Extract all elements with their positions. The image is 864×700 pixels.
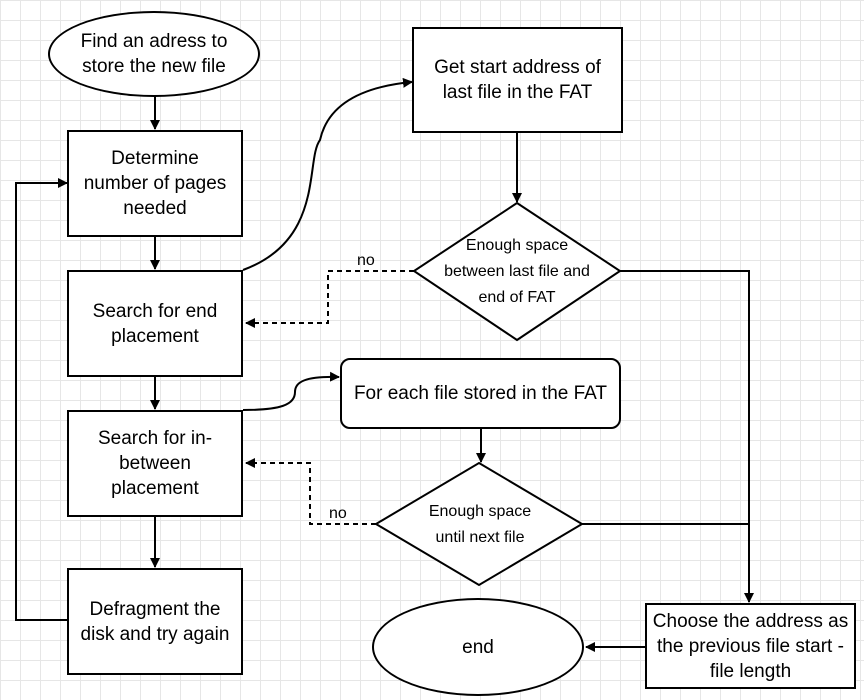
- determine-pages-process: Determine number of pages needed: [67, 130, 243, 237]
- decision-enough-space-end-label: Enough space between last file and end o…: [444, 237, 590, 306]
- edge-decision-end-to-choose: [620, 270, 754, 603]
- edge-search-end-to-get-address: [242, 77, 413, 271]
- decision-enough-space-next: Enough space until next file: [410, 498, 550, 552]
- end-terminal: end: [372, 598, 584, 696]
- decision-enough-space-end: Enough space between last file and end o…: [430, 233, 604, 311]
- edge-label-no-between: no: [329, 505, 347, 522]
- start-terminal: Find an adress to store the new file: [48, 11, 260, 97]
- end-terminal-label: end: [462, 636, 494, 658]
- start-terminal-label: Find an adress to store the new file: [80, 31, 228, 77]
- edge-decision-next-to-search-between: [245, 458, 376, 525]
- search-between-process: Search for in-between placement: [67, 410, 243, 517]
- edge-defragment-loop-back: [15, 178, 68, 621]
- choose-address-label: Choose the address as the previous file …: [652, 610, 849, 682]
- defragment-label: Defragment the disk and try again: [80, 598, 230, 645]
- get-start-address-process: Get start address of last file in the FA…: [412, 27, 623, 133]
- defragment-process: Defragment the disk and try again: [67, 568, 243, 675]
- search-end-process: Search for end placement: [67, 270, 243, 377]
- for-each-file-process: For each file stored in the FAT: [340, 358, 621, 429]
- decision-enough-space-next-label: Enough space until next file: [428, 503, 532, 546]
- get-start-address-label: Get start address of last file in the FA…: [434, 57, 601, 103]
- determine-pages-label: Determine number of pages needed: [83, 148, 227, 219]
- choose-address-process: Choose the address as the previous file …: [645, 603, 856, 689]
- decision-enough-space-next-shape: [374, 461, 584, 587]
- search-end-label: Search for end placement: [92, 300, 218, 347]
- for-each-file-label: For each file stored in the FAT: [353, 383, 608, 404]
- edge-decision-end-to-search-end: [245, 270, 414, 328]
- search-between-label: Search for in-between placement: [97, 428, 213, 499]
- edge-search-between-to-foreach: [242, 371, 340, 411]
- decision-enough-space-end-shape: [412, 201, 622, 342]
- edge-label-no-end: no: [357, 252, 375, 269]
